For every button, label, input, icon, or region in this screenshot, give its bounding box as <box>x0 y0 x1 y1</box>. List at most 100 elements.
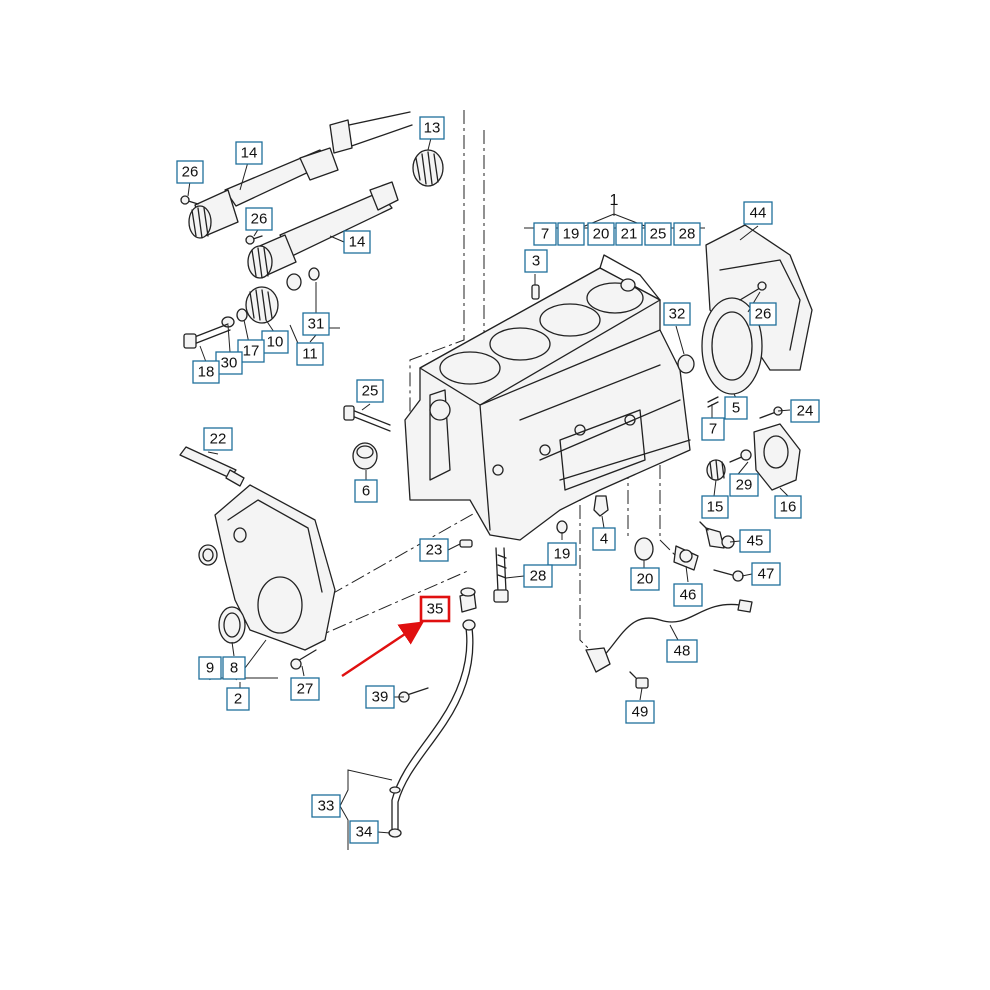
svg-text:13: 13 <box>424 120 441 137</box>
callout-26[interactable]: 26 <box>749 302 777 326</box>
svg-text:15: 15 <box>707 499 724 516</box>
svg-text:24: 24 <box>797 403 814 420</box>
svg-text:45: 45 <box>747 533 764 550</box>
svg-text:6: 6 <box>362 483 370 500</box>
svg-text:49: 49 <box>632 704 649 721</box>
callout-44[interactable]: 44 <box>743 201 773 225</box>
bolt-39 <box>398 687 429 703</box>
svg-text:19: 19 <box>563 226 580 243</box>
callout-13[interactable]: 13 <box>419 116 445 140</box>
callout-28[interactable]: 28 <box>673 222 701 246</box>
svg-text:30: 30 <box>221 355 238 372</box>
callout-14[interactable]: 14 <box>235 141 263 165</box>
svg-text:20: 20 <box>593 226 610 243</box>
callout-21[interactable]: 21 <box>615 222 643 246</box>
bolt-24 <box>759 406 783 419</box>
callout-4[interactable]: 4 <box>592 527 616 551</box>
callout-33[interactable]: 33 <box>311 794 341 818</box>
callout-48[interactable]: 48 <box>666 639 698 663</box>
callout-10[interactable]: 10 <box>261 330 289 354</box>
callout-3[interactable]: 3 <box>524 249 548 273</box>
sender-45 <box>699 521 735 549</box>
callout-49[interactable]: 49 <box>625 700 655 724</box>
callout-28[interactable]: 28 <box>523 564 553 588</box>
callout-26[interactable]: 26 <box>176 160 204 184</box>
bolt-47 <box>713 569 744 582</box>
callout-2[interactable]: 2 <box>226 687 250 711</box>
svg-text:31: 31 <box>308 316 325 333</box>
callout-46[interactable]: 46 <box>673 583 703 607</box>
balance-shaft-upper <box>188 111 413 239</box>
sealing-flange-5 <box>701 297 763 395</box>
svg-text:17: 17 <box>243 343 260 360</box>
svg-text:29: 29 <box>736 477 753 494</box>
callout-34[interactable]: 34 <box>349 820 379 844</box>
callout-29[interactable]: 29 <box>729 473 759 497</box>
callout-26[interactable]: 26 <box>245 207 273 231</box>
svg-text:7: 7 <box>709 421 717 438</box>
svg-text:26: 26 <box>755 306 772 323</box>
svg-text:33: 33 <box>318 798 335 815</box>
callout-25[interactable]: 25 <box>356 379 384 403</box>
callout-20[interactable]: 20 <box>587 222 615 246</box>
seal-32 <box>677 354 695 374</box>
plug-6 <box>352 442 378 470</box>
svg-text:46: 46 <box>680 587 697 604</box>
svg-text:18: 18 <box>198 364 215 381</box>
svg-text:34: 34 <box>356 824 373 841</box>
svg-text:20: 20 <box>637 571 654 588</box>
svg-text:14: 14 <box>349 234 366 251</box>
callout-35[interactable]: 35 <box>419 595 451 623</box>
callout-7[interactable]: 7 <box>701 417 725 441</box>
svg-text:26: 26 <box>251 211 268 228</box>
callout-15[interactable]: 15 <box>701 495 729 519</box>
callout-31[interactable]: 31 <box>302 312 330 336</box>
callout-24[interactable]: 24 <box>790 399 820 423</box>
svg-text:35: 35 <box>427 601 444 618</box>
svg-text:7: 7 <box>541 226 549 243</box>
callout-47[interactable]: 47 <box>751 562 781 586</box>
callout-7[interactable]: 7 <box>533 222 557 246</box>
svg-text:44: 44 <box>750 205 767 222</box>
callout-18[interactable]: 18 <box>192 360 220 384</box>
callout-5[interactable]: 5 <box>724 396 748 420</box>
callout-16[interactable]: 16 <box>774 495 802 519</box>
callout-30[interactable]: 30 <box>215 351 243 375</box>
callout-39[interactable]: 39 <box>365 685 395 709</box>
svg-text:32: 32 <box>669 306 686 323</box>
centre-line <box>309 569 471 641</box>
callout-32[interactable]: 32 <box>663 302 691 326</box>
coolant-pump-16 <box>753 423 801 491</box>
callout-14[interactable]: 14 <box>343 230 371 254</box>
harness-48 <box>585 599 753 673</box>
bolt-27 <box>290 649 317 670</box>
svg-text:5: 5 <box>732 400 740 417</box>
sealant-22 <box>179 446 245 487</box>
callout-17[interactable]: 17 <box>237 339 265 363</box>
svg-text:28: 28 <box>530 568 547 585</box>
callout-22[interactable]: 22 <box>203 427 233 451</box>
callout-45[interactable]: 45 <box>739 529 771 553</box>
callout-25[interactable]: 25 <box>644 222 672 246</box>
callout-9[interactable]: 9 <box>198 656 222 680</box>
svg-text:16: 16 <box>780 499 797 516</box>
svg-text:27: 27 <box>297 681 314 698</box>
callout-11[interactable]: 11 <box>296 342 324 366</box>
plug-20 <box>634 537 654 561</box>
callout-19[interactable]: 19 <box>557 222 585 246</box>
callout-20[interactable]: 20 <box>630 567 660 591</box>
svg-text:11: 11 <box>302 346 318 363</box>
svg-text:21: 21 <box>621 226 638 243</box>
callout-6[interactable]: 6 <box>354 479 378 503</box>
cylinder-block <box>404 254 691 541</box>
svg-text:10: 10 <box>267 334 284 351</box>
callout-23[interactable]: 23 <box>419 538 449 562</box>
callout-8[interactable]: 8 <box>222 656 246 680</box>
callout-27[interactable]: 27 <box>290 677 320 701</box>
seal-9 <box>198 544 218 566</box>
dowel-3 <box>531 284 540 300</box>
bolt-25 <box>343 405 391 432</box>
callout-19[interactable]: 19 <box>547 542 577 566</box>
svg-text:26: 26 <box>182 164 199 181</box>
